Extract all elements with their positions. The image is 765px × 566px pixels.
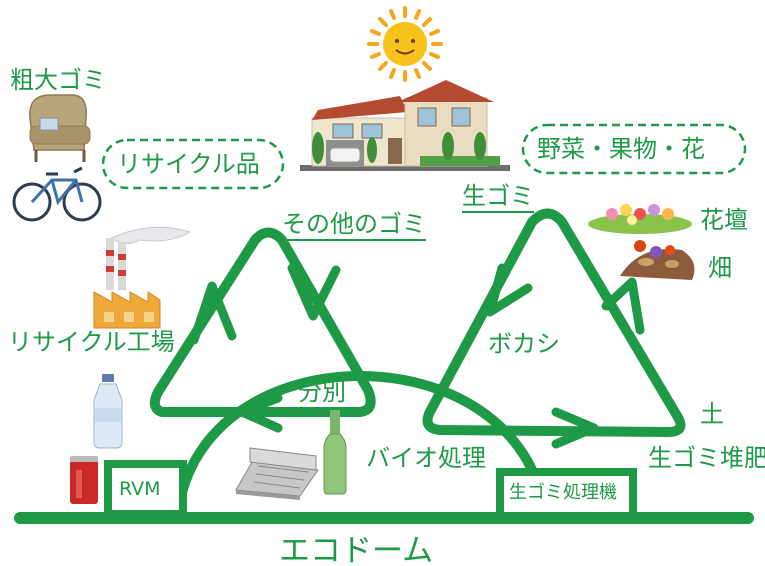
eco-dome-label: エコドーム bbox=[279, 533, 434, 566]
sofa-icon bbox=[29, 94, 91, 162]
yasai-label: 野菜・果物・花 bbox=[537, 135, 705, 163]
arrow-up-right bbox=[601, 277, 645, 335]
compost-label: 生ゴミ堆肥 bbox=[648, 444, 765, 472]
nama-gomi-label: 生ゴミ bbox=[462, 184, 534, 213]
nama-gomi-machine-label: 生ゴミ処理機 bbox=[509, 482, 617, 503]
recycle-factory-label: リサイクル工場 bbox=[8, 328, 175, 356]
left-cycle-triangle bbox=[149, 227, 376, 417]
nama-gomi-machine-box bbox=[496, 468, 637, 520]
bokashi-label: ボカシ bbox=[488, 330, 560, 358]
sonota-gomi-label: その他のゴミ bbox=[282, 212, 426, 241]
eco-dome-arc bbox=[173, 371, 550, 515]
yasai-frame bbox=[521, 123, 747, 175]
rvm-box bbox=[104, 460, 187, 518]
sodai-gomi-label: 粗大ゴミ bbox=[10, 66, 106, 94]
plastic-bottle-icon bbox=[93, 374, 123, 449]
rvm-label: RVM bbox=[119, 478, 161, 500]
hatake-label: 畑 bbox=[708, 254, 732, 282]
sun-icon bbox=[367, 6, 443, 82]
newspaper-icon bbox=[235, 447, 319, 500]
factory-icon bbox=[93, 226, 192, 329]
right-cycle-triangle bbox=[422, 208, 686, 437]
kadan-label: 花壇 bbox=[700, 206, 748, 234]
arrow-right-bottom bbox=[551, 407, 599, 449]
arrow-down-left bbox=[485, 263, 533, 317]
house-icon bbox=[300, 80, 510, 171]
tsuchi-label: 土 bbox=[700, 400, 724, 428]
bio-label: バイオ処理 bbox=[366, 444, 486, 472]
flowerbed-icon bbox=[588, 204, 692, 234]
can-icon bbox=[70, 456, 98, 504]
arrow-up-left bbox=[189, 281, 237, 345]
arrow-left-bottom bbox=[237, 393, 283, 433]
vegetables-icon bbox=[620, 240, 695, 280]
bicycle-icon bbox=[12, 166, 102, 222]
bunbetsu-label: 分別 bbox=[298, 378, 346, 406]
recycle-goods-frame bbox=[101, 138, 285, 190]
arrow-down-right bbox=[287, 263, 341, 321]
glass-bottle-icon bbox=[323, 410, 347, 495]
recycle-goods-label: リサイクル品 bbox=[117, 150, 260, 178]
